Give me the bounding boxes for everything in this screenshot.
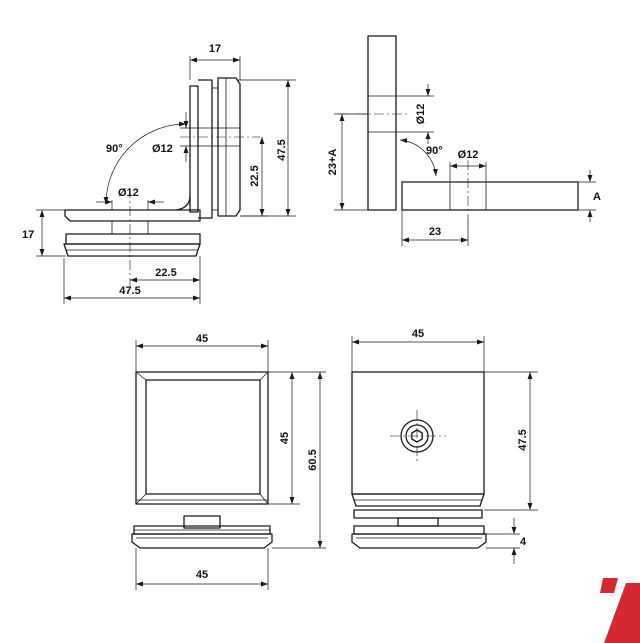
front-view: 45 45 60.5 45 [131, 333, 326, 590]
angle-arc [399, 138, 438, 177]
dim-overall-height: 47.5 [276, 139, 288, 160]
rear-pad-1 [353, 509, 483, 519]
bracket-base-plate [64, 209, 201, 222]
connector-stem [183, 515, 221, 529]
rear-view: 45 47.5 4 [351, 328, 538, 564]
side-view: 17 47.5 22.5 Ø12 90° Ø12 17 22.5 [22, 43, 296, 304]
dim-gap: 4 [520, 536, 527, 548]
bracket-vertical-arm [189, 85, 199, 213]
rear-pad-2 [353, 525, 485, 535]
dim-bottom-width: 45 [196, 569, 208, 581]
dim-thickness-label: A [593, 191, 601, 203]
dim-base-hole-offset: 22.5 [155, 267, 176, 279]
dim-top-width: 45 [412, 328, 424, 340]
dim-height: 47.5 [517, 429, 529, 450]
dim-overall-width: 47.5 [119, 285, 140, 297]
logo-letter-mark [604, 583, 640, 643]
logo-accent-mark [600, 578, 618, 593]
rear-plate [351, 371, 485, 495]
dim-hole-dia: Ø12 [458, 149, 479, 161]
front-plate-inner [145, 379, 261, 495]
dim-top-width: 17 [209, 43, 221, 55]
angle-label: 90° [106, 143, 123, 155]
dim-hole-offset: 22.5 [249, 165, 261, 186]
dim-hole-dia-top: Ø12 [415, 104, 427, 125]
dim-height-label: 23+A [327, 149, 339, 176]
dim-vertical-hole-dia: Ø12 [152, 143, 173, 155]
bracket-bend [175, 195, 191, 211]
bevel-line [135, 371, 147, 381]
rear-base [351, 533, 487, 549]
dim-base-hole-dia: Ø12 [118, 187, 139, 199]
horizontal-glass-panel [401, 181, 579, 211]
front-plate-outer [135, 371, 269, 505]
angle-arc [103, 121, 187, 205]
clamp-plate-base-2 [63, 243, 201, 257]
dim-overall-height: 60.5 [307, 449, 319, 470]
clamp-plate-vertical-1 [198, 79, 213, 219]
base-plate-bottom [131, 533, 273, 549]
section-view: Ø12 23+A 90° Ø12 A 23 [327, 35, 601, 246]
dim-inner-height: 45 [279, 432, 291, 444]
dim-offset: 23 [429, 226, 441, 238]
clamp-plate-base-1 [65, 233, 201, 245]
vertical-glass-panel [367, 35, 397, 211]
rear-bevel [351, 493, 485, 507]
brand-logo-icon [600, 578, 640, 643]
bevel-line [135, 493, 147, 505]
dim-top-width: 45 [196, 333, 208, 345]
bevel-line [259, 371, 269, 381]
dim-base-thickness: 17 [22, 229, 34, 241]
angle-label: 90° [426, 145, 443, 157]
bevel-line [259, 493, 269, 505]
rear-stem [397, 517, 439, 527]
clamp-plate-vertical-2 [217, 77, 241, 217]
